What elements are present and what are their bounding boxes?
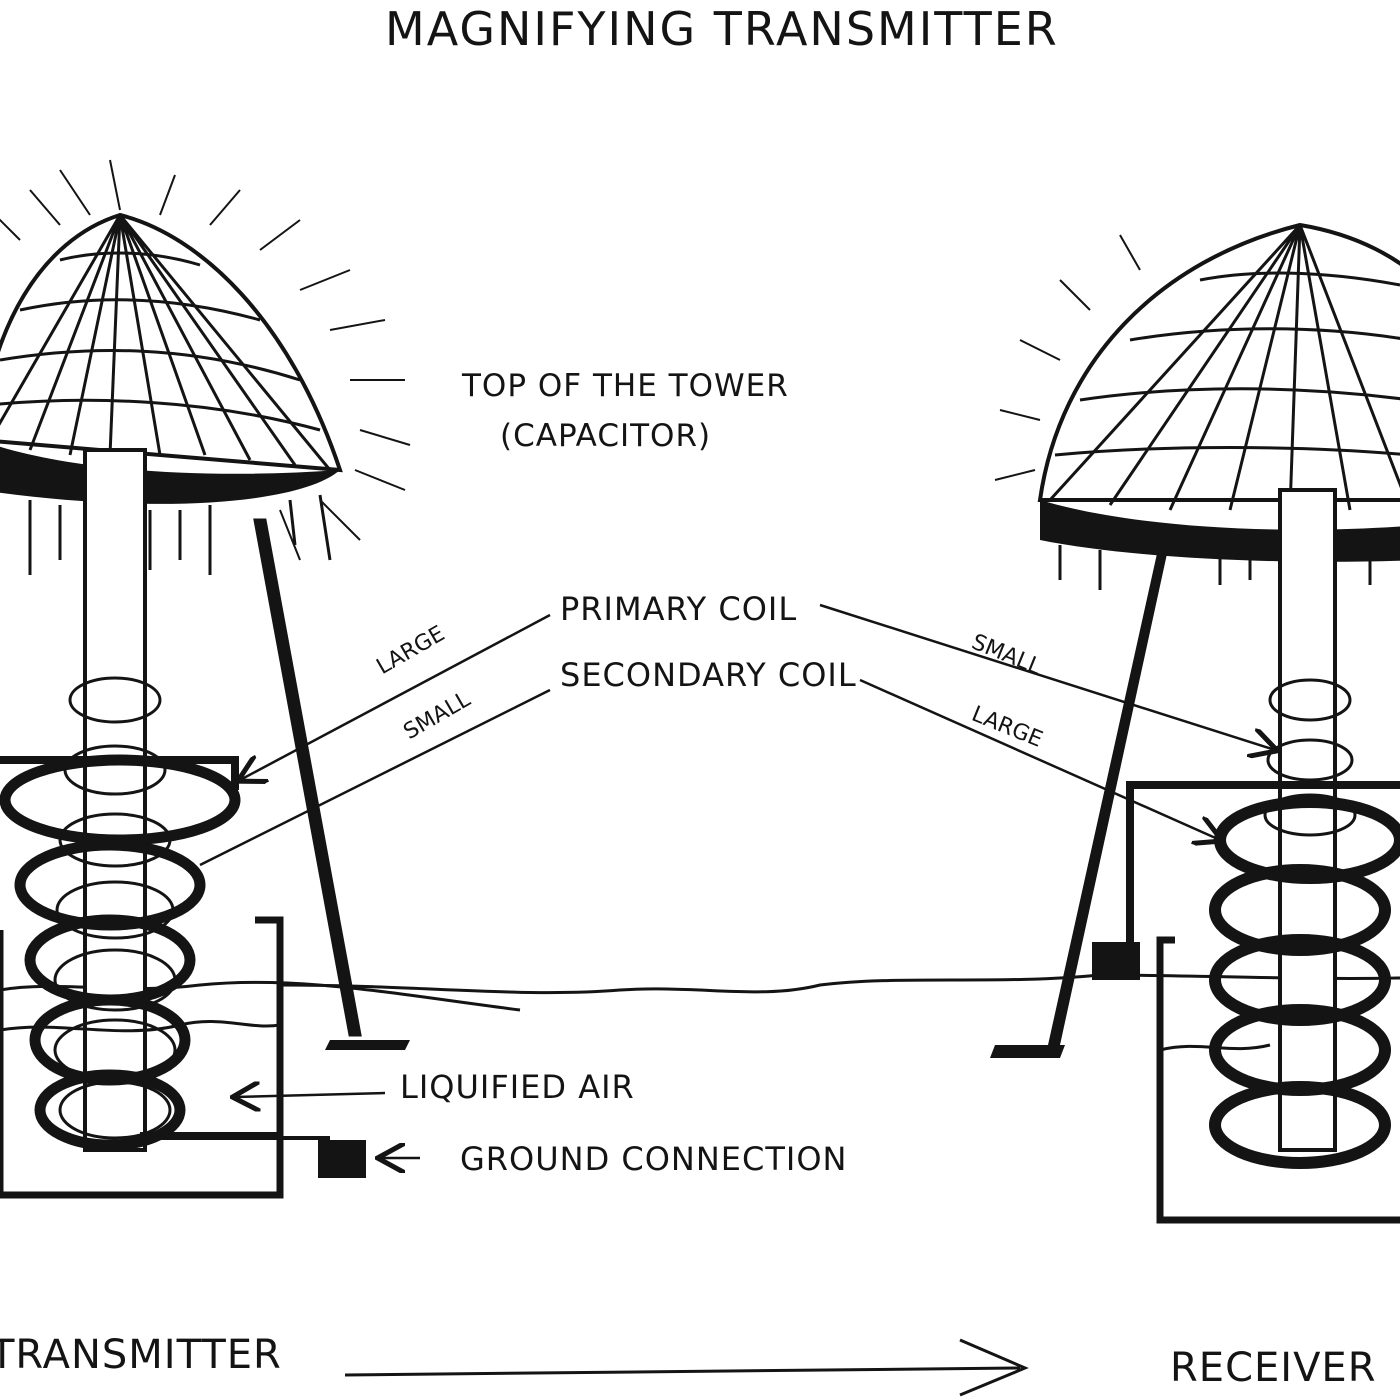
receiver-dome-ribs — [1048, 223, 1400, 511]
primary-coil-label: PRIMARY COIL — [560, 590, 798, 628]
secondary-coil-label: SECONDARY COIL — [560, 656, 857, 694]
liquified-air-label: LIQUIFIED AIR — [400, 1068, 635, 1106]
transmitter-dome — [0, 212, 343, 473]
receiver-dome — [1037, 222, 1400, 502]
receiver-label: RECEIVER — [1170, 1345, 1377, 1391]
transmitter-pole-foot — [325, 1040, 410, 1050]
transmitter-label: TRANSMITTER — [0, 1332, 282, 1378]
transmit-direction-arrow — [344, 1366, 1021, 1377]
transmit-direction-arrowhead — [959, 1338, 1029, 1397]
receiver-tank — [1156, 936, 1400, 1224]
diagram-title: MAGNIFYING TRANSMITTER — [385, 2, 1059, 56]
receiver-tower — [990, 222, 1400, 1224]
receiver-mast — [1278, 488, 1337, 1152]
capacitor-label-line2: (CAPACITOR) — [500, 418, 712, 454]
capacitor-label-line1: TOP OF THE TOWER — [462, 368, 789, 404]
transmitter-ground-box — [318, 1140, 366, 1178]
ground-surface-line — [0, 973, 1400, 1012]
transmitter-dome-ribs — [0, 214, 332, 471]
leader-lines — [199, 603, 1275, 1158]
transmitter-support-pole — [253, 518, 362, 1037]
receiver-support-pole — [1048, 540, 1170, 1045]
receiver-primary-frame — [1126, 781, 1400, 945]
receiver-sparks — [994, 234, 1141, 481]
receiver-pole-foot — [990, 1045, 1065, 1058]
transmitter-liquid-level — [0, 1019, 281, 1033]
receiver-dome-fringe — [1058, 545, 1372, 590]
receiver-secondary-coil — [1209, 796, 1400, 1169]
transmitter-tower — [0, 159, 411, 1199]
primary-to-left-leader — [240, 613, 551, 780]
liquified-air-arrow — [235, 1093, 386, 1097]
ground-connection-label: GROUND CONNECTION — [460, 1140, 848, 1178]
transmitter-dome-fringe — [28, 494, 332, 575]
primary-to-right-leader — [819, 603, 1275, 750]
transmitter-tank — [0, 916, 284, 1199]
secondary-to-left-leader — [199, 688, 551, 867]
receiver-ground-box — [1092, 942, 1140, 980]
receiver-dome-underside — [1040, 500, 1400, 562]
secondary-to-right-leader — [859, 678, 1220, 840]
transmitter-sparks — [0, 159, 411, 561]
transmitter-primary-coil — [0, 754, 241, 1151]
transmitter-mast — [83, 448, 147, 1152]
receiver-primary-coil — [1263, 678, 1357, 837]
